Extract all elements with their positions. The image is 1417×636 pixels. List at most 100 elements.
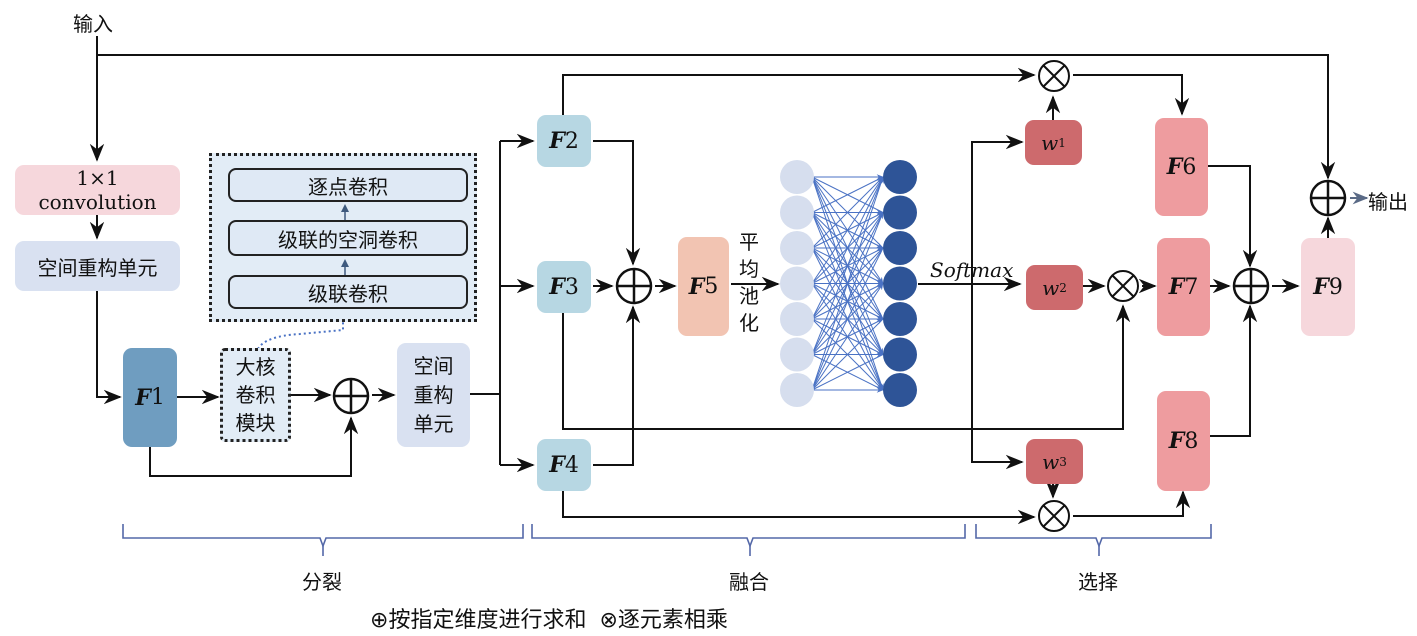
w1-index: 1 — [1058, 135, 1066, 150]
pool-char-4: 化 — [739, 311, 759, 335]
f9-letter: F — [1313, 274, 1329, 300]
sru-mid-line-2: 重构 — [413, 382, 454, 407]
sru-mid-line-1: 空间 — [413, 353, 454, 378]
legend: ⊕按指定维度进行求和 ⊗逐元素相乘 — [370, 602, 728, 634]
wire-w-bus — [971, 141, 1020, 463]
wire-f2-to-mul1 — [562, 67, 1036, 116]
w3-letter: w — [1042, 449, 1060, 474]
w2-letter: w — [1042, 275, 1060, 300]
wire-f1-skip — [149, 416, 359, 477]
network-output-node — [883, 160, 917, 194]
f2-index: 2 — [564, 128, 579, 154]
f4-index: 4 — [564, 452, 579, 478]
f3-index: 3 — [564, 274, 579, 300]
sum-operator-select — [1232, 267, 1270, 305]
network-input-node — [780, 231, 814, 265]
f5-letter: F — [688, 273, 705, 300]
sru-block-mid: 空间 重构 单元 — [397, 343, 470, 447]
legend-sum-icon: ⊕ — [370, 608, 389, 633]
pointwise-conv-block: 逐点卷积 — [228, 168, 468, 202]
legend-mul-label: 逐元素相乘 — [617, 608, 728, 633]
wire-f6-to-sum — [1208, 165, 1258, 268]
network-edge — [811, 176, 884, 355]
fully-connected-network — [780, 160, 917, 407]
wire-input-skip — [97, 54, 1336, 180]
f4-letter: F — [549, 452, 565, 478]
mul-operator-1 — [1038, 60, 1070, 92]
w2-index: 2 — [1059, 280, 1067, 295]
f1-index: 1 — [150, 385, 165, 410]
network-input-node — [780, 302, 814, 336]
f9-index: 9 — [1328, 274, 1343, 300]
lkm-line-3: 模块 — [235, 411, 276, 435]
pool-char-2: 均 — [739, 257, 759, 281]
pool-char-3: 池 — [739, 284, 759, 308]
pool-char-1: 平 — [739, 230, 759, 254]
network-input-node — [780, 373, 814, 407]
network-edge — [811, 212, 884, 391]
network-input-node — [780, 195, 814, 230]
cascade-conv-label: 级联卷积 — [308, 281, 388, 306]
network-edge — [811, 318, 884, 391]
f8-letter: F — [1168, 428, 1185, 454]
network-output-node — [883, 231, 917, 265]
network-edge — [811, 176, 884, 320]
brace-split — [122, 524, 524, 549]
f3-letter: F — [549, 274, 565, 300]
network-input-node — [780, 266, 814, 301]
wire-f8-to-sum — [1210, 304, 1258, 437]
f7-index: 7 — [1184, 274, 1199, 300]
f2-letter: F — [549, 128, 565, 154]
brace-fuse — [531, 524, 966, 549]
sum-operator-fuse — [615, 267, 653, 305]
cascade-dilated-conv-block: 级联的空洞卷积 — [228, 220, 468, 256]
f7-letter: F — [1168, 274, 1185, 300]
sum-operator-split — [332, 377, 370, 415]
pointwise-conv-label: 逐点卷积 — [308, 174, 388, 199]
w1-letter: w — [1041, 130, 1059, 155]
sru-mid-line-3: 单元 — [413, 411, 454, 436]
mul-operator-3 — [1038, 500, 1070, 532]
section-label-fuse: 融合 — [729, 570, 769, 594]
detail-link — [257, 322, 344, 350]
wire-mul3-to-f8 — [1073, 490, 1191, 517]
section-label-select: 选择 — [1078, 570, 1118, 594]
legend-mul-icon: ⊗ — [599, 608, 618, 633]
mul-operator-2 — [1107, 270, 1139, 302]
detail-arrows — [341, 204, 349, 275]
f5-index: 5 — [704, 274, 719, 299]
network-edge — [811, 176, 884, 249]
cascade-dilated-conv-label: 级联的空洞卷积 — [278, 227, 418, 252]
sru-top-label: 空间重构单元 — [37, 255, 158, 280]
conv-1x1-block: 1×1 convolution — [15, 165, 180, 215]
network-output-node — [883, 337, 917, 372]
network-input-node — [780, 160, 814, 194]
wire-f4-to-sum — [593, 305, 641, 466]
network-edge — [811, 176, 884, 391]
network-output-node — [883, 302, 917, 336]
softmax-label: Softmax — [930, 258, 1014, 282]
section-label-split: 分裂 — [302, 570, 342, 594]
wire-mul1-to-f6 — [1073, 74, 1190, 116]
w3-index: 3 — [1059, 454, 1067, 469]
conv-1x1-label: 1×1 convolution — [38, 166, 157, 214]
network-edge — [811, 176, 884, 284]
wire-f2-to-sum — [593, 140, 641, 266]
network-edge — [811, 354, 884, 391]
lkm-line-2: 卷积 — [235, 383, 276, 407]
sum-operator-output — [1309, 179, 1347, 217]
brace-select — [975, 524, 1212, 549]
network-edge — [811, 247, 884, 391]
large-kernel-conv-module: 大核 卷积 模块 — [220, 348, 291, 442]
